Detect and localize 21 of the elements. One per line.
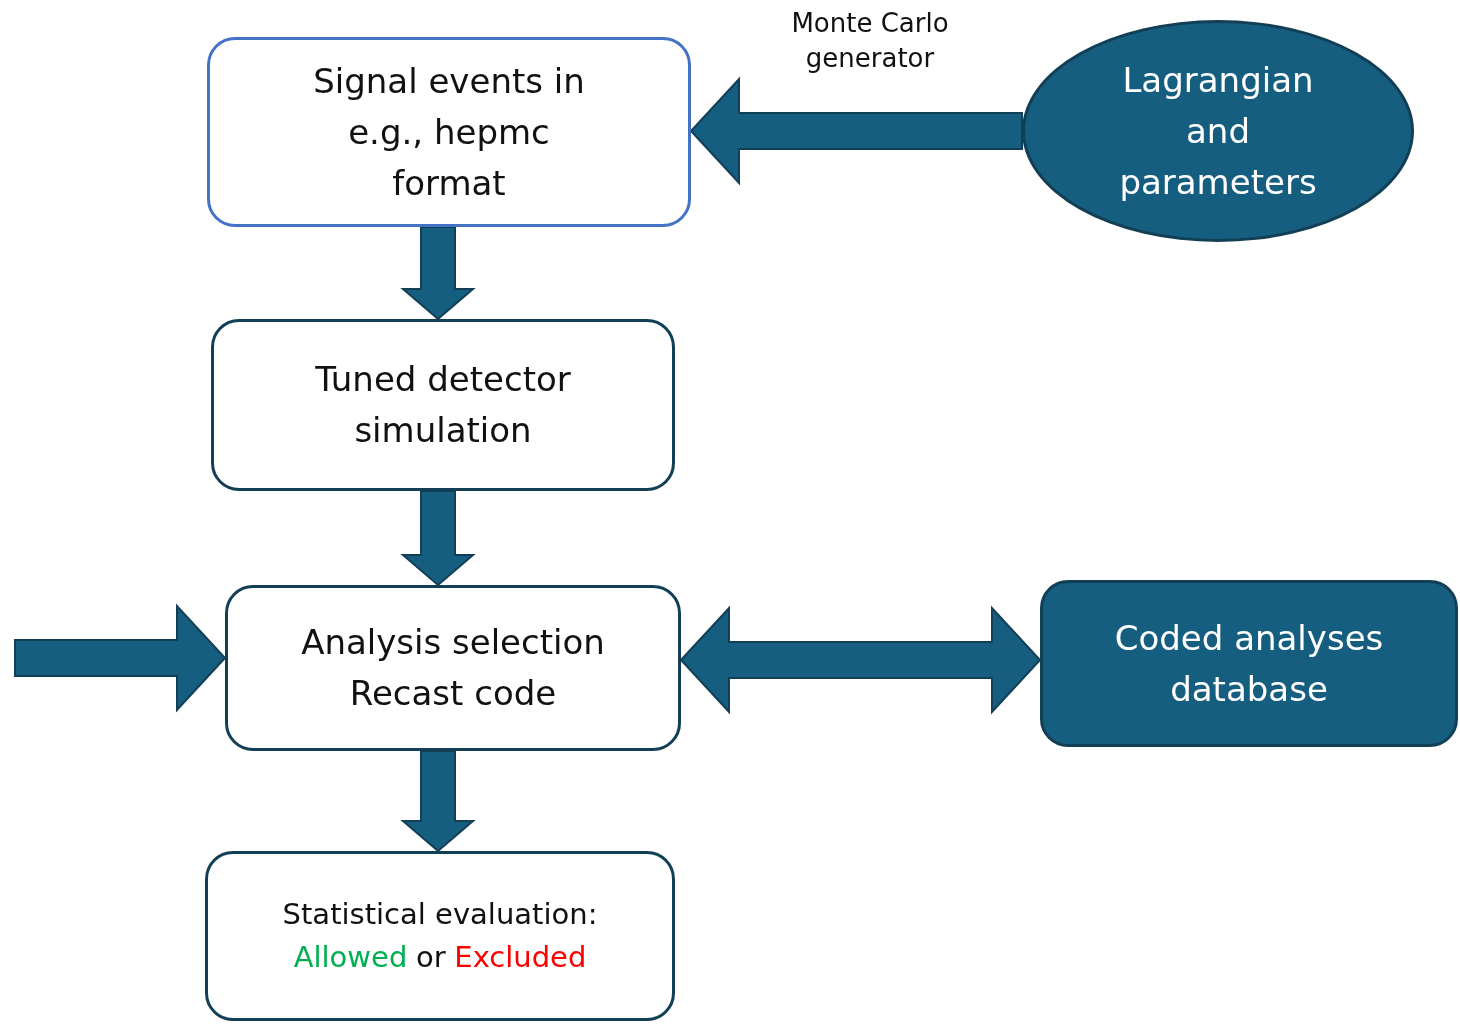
node-text: Coded analyses database: [1113, 616, 1385, 711]
node-text: Lagrangian and parameters: [1118, 58, 1318, 204]
block-arrow: [14, 603, 227, 713]
block-arrow: [400, 750, 476, 853]
node-text: Analysis selection: [301, 621, 605, 664]
node-text: Statistical evaluation:: [282, 895, 598, 933]
process-box: [211, 319, 675, 491]
process-box: [207, 37, 691, 227]
node-text: or: [416, 939, 446, 976]
process-box: [1040, 580, 1458, 747]
node-text: Signal events in e.g., hepmc format: [312, 59, 586, 205]
block-arrow: [689, 76, 1023, 186]
block-arrow: [400, 490, 476, 587]
node-text: Allowed: [293, 939, 408, 976]
process-box: [225, 585, 681, 751]
block-arrow: [400, 226, 476, 321]
node-text: Tuned detector simulation: [314, 358, 572, 452]
process-box: [205, 851, 675, 1021]
block-arrow: [679, 605, 1042, 715]
node-text: Recast code: [349, 672, 557, 715]
node-text: Excluded: [454, 939, 587, 976]
